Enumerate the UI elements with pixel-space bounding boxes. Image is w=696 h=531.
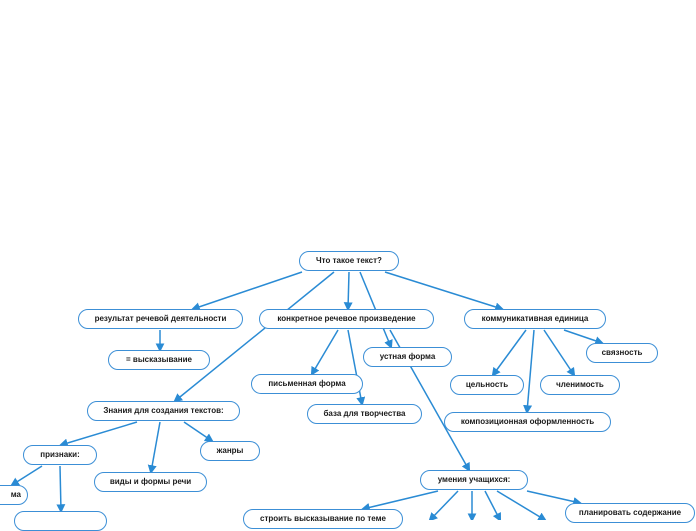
edge-concrete-to-creative-base bbox=[347, 329, 366, 407]
node-utterance[interactable]: = высказывание bbox=[108, 350, 210, 370]
edge-communicative-to-composition bbox=[523, 329, 535, 415]
node-result[interactable]: результат речевой деятельности bbox=[78, 309, 243, 329]
node-knowledge[interactable]: Знания для создания текстов: bbox=[87, 401, 240, 421]
node-integrity[interactable]: цельность bbox=[450, 375, 524, 395]
edge-communicative-to-integrity bbox=[491, 329, 527, 377]
node-concrete[interactable]: конкретное речевое произведение bbox=[259, 309, 434, 329]
edge-concrete-to-written bbox=[310, 329, 339, 376]
edge-features-to-topic bbox=[10, 465, 43, 487]
edge-root-to-knowledge bbox=[173, 271, 335, 403]
edge-communicative-to-division bbox=[543, 329, 576, 377]
edge-knowledge-to-features bbox=[58, 421, 138, 448]
node-speech-forms[interactable]: виды и формы речи bbox=[94, 472, 207, 492]
node-features[interactable]: признаки: bbox=[23, 445, 97, 465]
edge-knowledge-to-speech-forms bbox=[147, 421, 161, 475]
edge-skills-to-skill-5 bbox=[496, 490, 547, 520]
edge-root-to-concrete bbox=[343, 271, 353, 312]
edge-skills-to-skill-2 bbox=[428, 490, 459, 520]
edge-features-to-features-child bbox=[56, 465, 66, 514]
node-root[interactable]: Что такое текст? bbox=[299, 251, 399, 271]
edge-knowledge-to-genres bbox=[183, 421, 214, 443]
node-composition[interactable]: композиционная оформленность bbox=[444, 412, 611, 432]
node-communicative[interactable]: коммуникативная единица bbox=[464, 309, 606, 329]
node-written[interactable]: письменная форма bbox=[251, 374, 363, 394]
edge-root-to-result bbox=[190, 271, 303, 312]
node-skills[interactable]: умения учащихся: bbox=[420, 470, 528, 490]
edge-communicative-to-connectivity bbox=[563, 329, 605, 346]
node-features-child[interactable] bbox=[14, 511, 107, 531]
mindmap-edges bbox=[10, 271, 605, 520]
edge-skills-to-plan bbox=[526, 490, 583, 506]
node-oral[interactable]: устная форма bbox=[363, 347, 452, 367]
node-creative-base[interactable]: база для творчества bbox=[307, 404, 422, 424]
node-topic[interactable]: ма bbox=[0, 485, 28, 505]
node-connectivity[interactable]: связность bbox=[586, 343, 658, 363]
edge-root-to-communicative bbox=[384, 271, 505, 312]
node-division[interactable]: членимость bbox=[540, 375, 620, 395]
node-build[interactable]: строить высказывание по теме bbox=[243, 509, 403, 529]
node-plan[interactable]: планировать содержание bbox=[565, 503, 695, 523]
node-genres[interactable]: жанры bbox=[200, 441, 260, 461]
edge-skills-to-build bbox=[360, 490, 439, 512]
edge-skills-to-skill-4 bbox=[484, 490, 502, 520]
